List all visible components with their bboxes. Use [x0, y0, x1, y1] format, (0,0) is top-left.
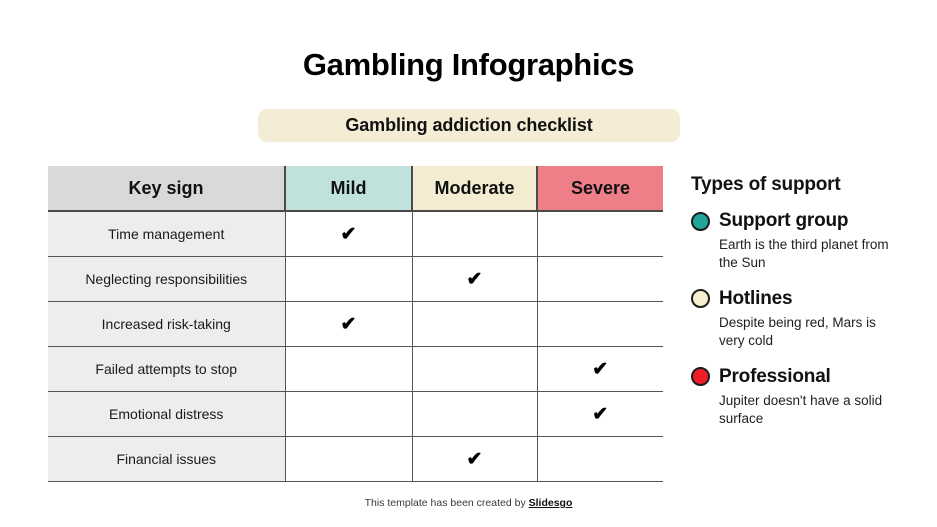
row-label-key-sign: Financial issues [48, 436, 285, 482]
cell-severe[interactable]: ✔ [536, 391, 663, 437]
row-label-key-sign: Increased risk-taking [48, 301, 285, 347]
legend-color-dot-icon [691, 211, 710, 231]
legend-item-name: Professional [719, 365, 831, 387]
legend-item-description: Earth is the third planet from the Sun [719, 237, 889, 270]
cell-severe[interactable] [536, 211, 663, 257]
row-label-key-sign: Neglecting responsibilities [48, 256, 285, 302]
check-icon: ✔ [592, 403, 609, 425]
subtitle-text: Gambling addiction checklist [345, 115, 593, 135]
legend-item-header: Support group [691, 210, 905, 232]
cell-mild[interactable] [284, 346, 412, 392]
cell-moderate[interactable] [411, 301, 537, 347]
check-icon: ✔ [340, 223, 357, 245]
table-row: Emotional distress ✔ [48, 391, 663, 437]
cell-moderate[interactable]: ✔ [411, 436, 537, 482]
table-body: Time management✔Neglecting responsibilit… [48, 211, 663, 482]
legend-item-name: Hotlines [719, 287, 793, 309]
cell-mild[interactable] [284, 256, 412, 302]
legend-color-dot-icon [691, 367, 710, 387]
table-row: Financial issues ✔ [48, 436, 663, 482]
check-icon: ✔ [340, 313, 357, 335]
row-label-key-sign: Time management [48, 211, 285, 257]
table-header-row: Key sign Mild Moderate Severe [48, 166, 663, 212]
legend-color-dot-icon [691, 289, 710, 309]
footer-text: This template has been created by [364, 497, 529, 509]
cell-mild[interactable]: ✔ [284, 301, 412, 347]
cell-severe[interactable] [536, 301, 663, 347]
table-row: Increased risk-taking ✔ [48, 301, 663, 347]
legend-item-name: Support group [719, 210, 849, 231]
legend-item-header: Professional [691, 366, 905, 388]
cell-moderate[interactable] [411, 211, 537, 257]
column-header-key-sign: Key sign [48, 166, 285, 212]
cell-mild[interactable] [284, 391, 412, 437]
page-title: Gambling Infographics [302, 47, 635, 82]
cell-mild[interactable] [284, 436, 412, 482]
check-icon: ✔ [466, 448, 483, 470]
cell-severe[interactable] [536, 436, 663, 482]
row-label-key-sign: Emotional distress [48, 391, 285, 437]
cell-moderate[interactable]: ✔ [411, 256, 537, 302]
subtitle-banner: Gambling addiction checklist [258, 109, 680, 142]
cell-severe[interactable] [536, 256, 663, 302]
check-icon: ✔ [466, 268, 483, 290]
row-label-key-sign: Failed attempts to stop [48, 346, 285, 392]
legend-title: Types of support [691, 174, 841, 195]
footer: This template has been created by Slides… [0, 497, 937, 509]
legend-item-header: Hotlines [691, 288, 905, 310]
cell-severe[interactable]: ✔ [536, 346, 663, 392]
legend-item-description: Jupiter doesn't have a solid surface [719, 392, 883, 426]
table-row: Failed attempts to stop ✔ [48, 346, 663, 392]
cell-mild[interactable]: ✔ [284, 211, 412, 257]
slidesgo-link[interactable]: Slidesgo [528, 497, 573, 509]
column-header-mild: Mild [284, 166, 412, 212]
table-row: Time management ✔ [48, 211, 663, 257]
column-header-severe: Severe [536, 166, 663, 212]
table-row: Neglecting responsibilities ✔ [48, 256, 663, 302]
column-header-moderate: Moderate [411, 166, 537, 212]
check-icon: ✔ [592, 358, 609, 380]
gambling-addiction-checklist-table: Key sign Mild Moderate Severe Time manag… [48, 166, 663, 482]
legend-item-description: Despite being red, Mars is very cold [719, 314, 876, 348]
cell-moderate[interactable] [411, 346, 537, 392]
cell-moderate[interactable] [411, 391, 537, 437]
